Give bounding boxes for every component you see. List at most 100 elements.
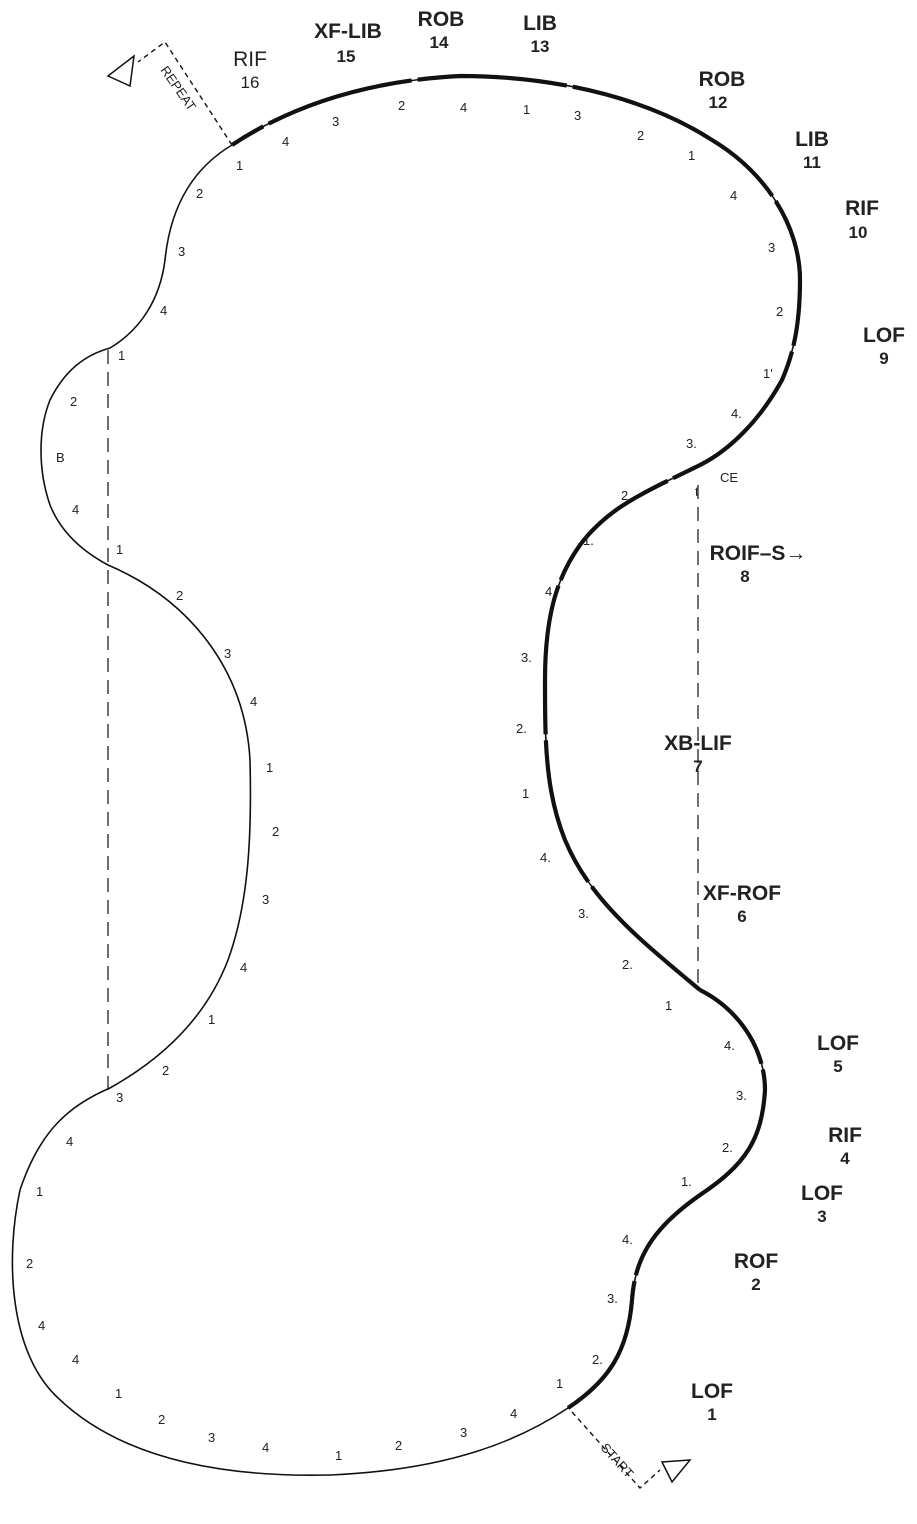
element-name: XF-ROF xyxy=(703,882,781,905)
element-number: 8 xyxy=(740,567,749,586)
beat-count: 4 xyxy=(72,502,79,517)
element-number: 12 xyxy=(709,93,728,112)
element-name: ROB xyxy=(418,8,465,31)
beat-count: 4. xyxy=(731,406,742,421)
beat-count: 2 xyxy=(776,304,783,319)
beat-count: 3. xyxy=(521,650,532,665)
beat-count: 3 xyxy=(332,114,339,129)
beat-count: 3 xyxy=(208,1430,215,1445)
element-name: RIF xyxy=(233,48,267,71)
beat-count: 1 xyxy=(236,158,243,173)
beat-count: 4 xyxy=(240,960,247,975)
element-name: LOF xyxy=(801,1182,843,1205)
beat-count: 2. xyxy=(622,957,633,972)
beat-count: 3. xyxy=(686,436,697,451)
element-number: 2 xyxy=(751,1275,760,1294)
element-number: 11 xyxy=(803,153,821,172)
beat-count: 3 xyxy=(178,244,185,259)
beat-count: 2 xyxy=(196,186,203,201)
beat-count: 4. xyxy=(540,850,551,865)
beat-count: 1 xyxy=(266,760,273,775)
beat-count: 1 xyxy=(208,1012,215,1027)
beat-count: 1 xyxy=(116,542,123,557)
beat-count: 1 xyxy=(115,1386,122,1401)
element-labels: LOF 1 ROF 2 LOF 3 RIF 4 LOF 5 XF-ROF 6 X… xyxy=(233,8,905,1424)
start-label: START xyxy=(598,1440,637,1481)
beat-count: 4 xyxy=(38,1318,45,1333)
repeat-label: REPEAT xyxy=(158,63,200,113)
beat-count: 2. xyxy=(722,1140,733,1155)
beat-count: 3. xyxy=(578,906,589,921)
beat-count: 3. xyxy=(736,1088,747,1103)
beat-count: 4. xyxy=(545,584,556,599)
beat-count: 2 xyxy=(158,1412,165,1427)
beat-count: 3 xyxy=(460,1425,467,1440)
change-edge-label: CE xyxy=(720,470,738,485)
pattern-edge-heavy xyxy=(230,73,803,1410)
element-name: ROF xyxy=(734,1250,779,1273)
beat-count: 3 xyxy=(262,892,269,907)
beat-count: 1. xyxy=(681,1174,692,1189)
beat-count: 2 xyxy=(26,1256,33,1271)
beat-counts-right: 1 2. 3. 4. 1. 2. 3. 4. 1 2. 3. 4. 1 2. 3… xyxy=(236,98,783,1391)
element-name: LIB xyxy=(795,128,829,151)
element-number: 3 xyxy=(817,1207,826,1226)
element-number: 6 xyxy=(737,907,746,926)
beat-count: 4 xyxy=(72,1352,79,1367)
beat-count: 2 xyxy=(398,98,405,113)
element-number: 15 xyxy=(337,47,356,66)
beat-count: 4. xyxy=(724,1038,735,1053)
beat-count: 1 xyxy=(523,102,530,117)
beat-count: 3 xyxy=(768,240,775,255)
beat-count: 3. xyxy=(607,1291,618,1306)
beat-count: 1 xyxy=(688,148,695,163)
beat-count: 4 xyxy=(160,303,167,318)
beat-count: 2 xyxy=(395,1438,402,1453)
beat-count: 4 xyxy=(730,188,737,203)
element-name: ROB xyxy=(699,68,746,91)
start-arrow xyxy=(571,1411,692,1489)
element-name: XB-LIF xyxy=(664,732,732,755)
beat-count: 4 xyxy=(510,1406,517,1421)
beat-count: 1 xyxy=(556,1376,563,1391)
beat-counts-bottom: 4 3 2 1 4 3 2 1 4 xyxy=(72,1352,517,1463)
beat-count: 2 xyxy=(176,588,183,603)
beat-count: 1 xyxy=(665,998,672,1013)
element-name: ROIF–S→ xyxy=(710,542,807,565)
beat-count: 2. xyxy=(592,1352,603,1367)
beat-count: 4 xyxy=(66,1134,73,1149)
element-name: RIF xyxy=(845,197,879,220)
beat-count: 2. xyxy=(621,488,632,503)
beat-count: 1 xyxy=(36,1184,43,1199)
element-name: LOF xyxy=(691,1380,733,1403)
beat-count: 1 xyxy=(335,1448,342,1463)
beat-count: 3 xyxy=(224,646,231,661)
pattern-path xyxy=(11,75,801,1477)
beat-count: 2 xyxy=(272,824,279,839)
beat-count: 2 xyxy=(70,394,77,409)
element-number: 9 xyxy=(879,349,888,368)
element-number: 1 xyxy=(707,1405,716,1424)
element-name: LOF xyxy=(817,1032,859,1055)
repeat-arrow xyxy=(106,40,233,146)
beat-count: B xyxy=(56,450,65,465)
beat-count: 1. xyxy=(583,533,594,548)
element-name: XF-LIB xyxy=(314,20,382,43)
element-number: 16 xyxy=(241,73,260,92)
beat-count: 4 xyxy=(250,694,257,709)
beat-count: 2 xyxy=(162,1063,169,1078)
beat-count: 2. xyxy=(516,721,527,736)
beat-count: 1' xyxy=(763,366,773,381)
element-name: RIF xyxy=(828,1124,862,1147)
element-number: 10 xyxy=(849,223,868,242)
beat-count: 4 xyxy=(262,1440,269,1455)
element-number: 13 xyxy=(531,37,550,56)
ce-tick: t xyxy=(695,484,699,499)
element-number: 5 xyxy=(833,1057,842,1076)
beat-count: 4. xyxy=(622,1232,633,1247)
beat-count: 1 xyxy=(522,786,529,801)
beat-count: 3 xyxy=(116,1090,123,1105)
beat-count: 3 xyxy=(574,108,581,123)
element-number: 4 xyxy=(840,1149,850,1168)
